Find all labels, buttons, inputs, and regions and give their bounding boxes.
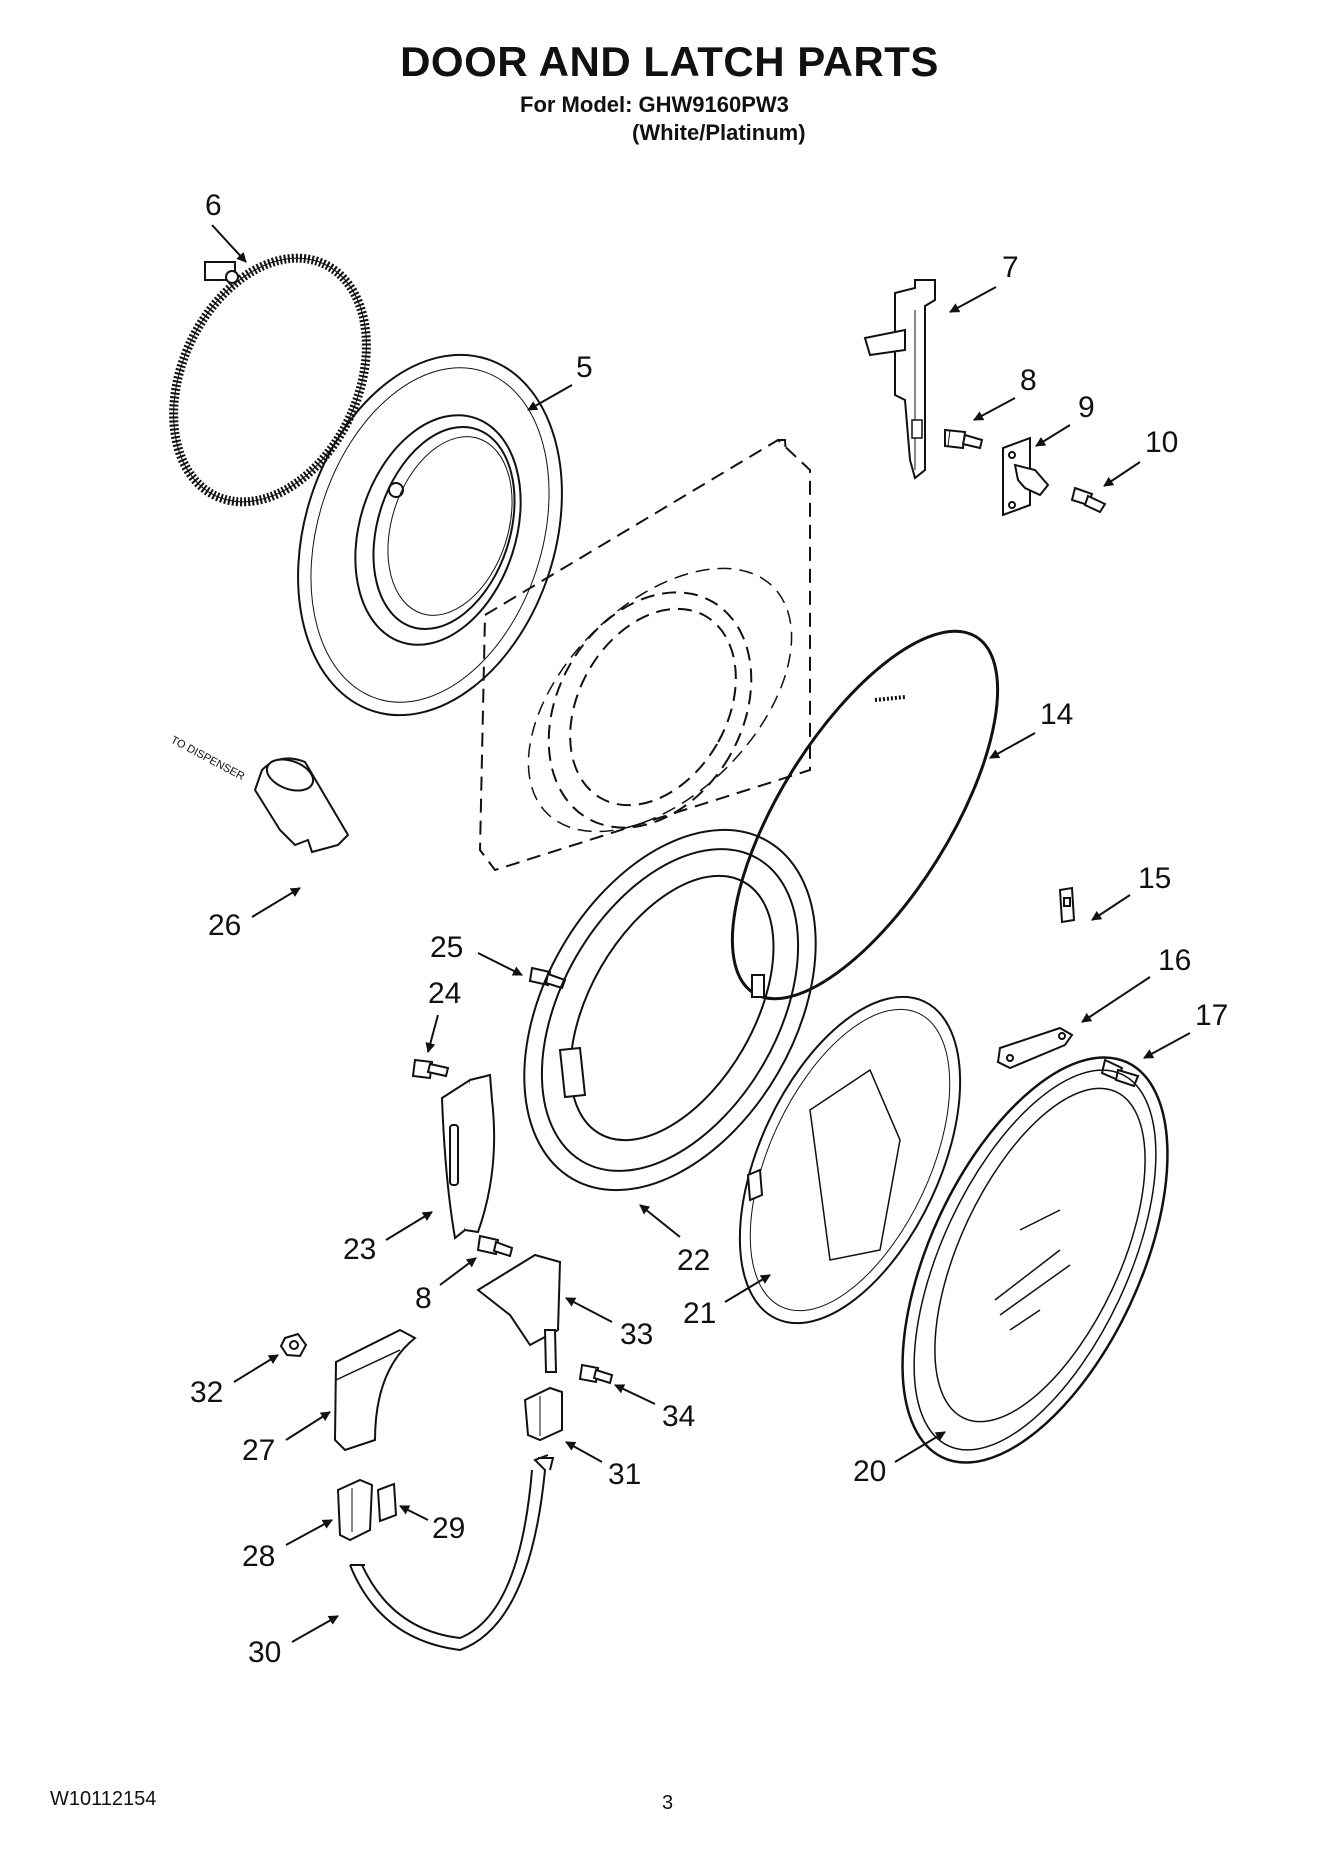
variant-label: (White/Platinum)	[632, 120, 806, 145]
part-30-trim-strip	[349, 1454, 555, 1652]
callout-30: 30	[248, 1636, 281, 1669]
part-27-door-handle	[333, 1328, 417, 1452]
part-32-nut	[279, 1332, 308, 1358]
part-24-screw	[411, 1058, 450, 1080]
part-31-latch-block	[523, 1386, 563, 1442]
callout-14: 14	[1040, 698, 1073, 731]
part-28-clip	[336, 1478, 374, 1542]
part-8-screw-top	[944, 428, 984, 450]
callout-16: 16	[1158, 944, 1191, 977]
part-25-screw	[528, 966, 567, 990]
callout-22: 22	[677, 1244, 710, 1277]
callout-8-top: 8	[1020, 364, 1037, 397]
callout-28: 28	[242, 1540, 275, 1573]
part-29-clip	[376, 1482, 398, 1523]
part-23-door-hinge	[440, 1073, 496, 1240]
part-14-gasket-ring	[730, 629, 1000, 1001]
callout-5: 5	[576, 351, 593, 384]
page-number: 3	[662, 1792, 674, 1814]
model-label: For Model: GHW9160PW3	[520, 92, 789, 117]
callout-34: 34	[662, 1400, 695, 1433]
callout-33: 33	[620, 1318, 653, 1351]
part-15-clip	[1058, 886, 1076, 924]
part-6-clamp-ring	[169, 253, 371, 507]
callout-27: 27	[242, 1434, 275, 1467]
callouts: 6 5 7 8 9 10 14 15 16 17 26 25 24 23 22 …	[190, 189, 1228, 1669]
callout-25: 25	[430, 931, 463, 964]
callout-6: 6	[205, 189, 222, 222]
callout-24: 24	[428, 977, 461, 1010]
part-9-door-strike	[1002, 436, 1050, 517]
callout-23: 23	[343, 1233, 376, 1266]
part-16-hinge-plate	[996, 1026, 1074, 1070]
part-22-inner-door-frame	[523, 828, 817, 1192]
part-10-screw	[1070, 486, 1107, 514]
callout-26: 26	[208, 909, 241, 942]
part-7-latch-bracket	[863, 279, 936, 480]
callout-29: 29	[432, 1512, 465, 1545]
callout-32: 32	[190, 1376, 223, 1409]
front-panel-outline	[478, 438, 811, 872]
part-8-screw-lower	[476, 1234, 514, 1258]
page-title: DOOR AND LATCH PARTS	[400, 38, 939, 85]
callout-8-lower: 8	[415, 1282, 432, 1315]
part-33-handle-cover	[476, 1253, 562, 1373]
callout-21: 21	[683, 1297, 716, 1330]
part-26-dispenser-hose	[253, 757, 350, 854]
callout-10: 10	[1145, 426, 1178, 459]
part-34-screw	[578, 1363, 614, 1385]
callout-20: 20	[853, 1455, 886, 1488]
callout-7: 7	[1002, 251, 1019, 284]
part-21-inner-glass	[738, 995, 962, 1325]
document-number: W10112154	[50, 1788, 157, 1810]
to-dispenser-note: TO DISPENSER	[169, 734, 247, 783]
part-5-door-bellow	[297, 353, 563, 717]
callout-15: 15	[1138, 862, 1171, 895]
callout-9: 9	[1078, 391, 1095, 424]
part-20-outer-door	[901, 1056, 1169, 1464]
callout-31: 31	[608, 1458, 641, 1491]
callout-17: 17	[1195, 999, 1228, 1032]
